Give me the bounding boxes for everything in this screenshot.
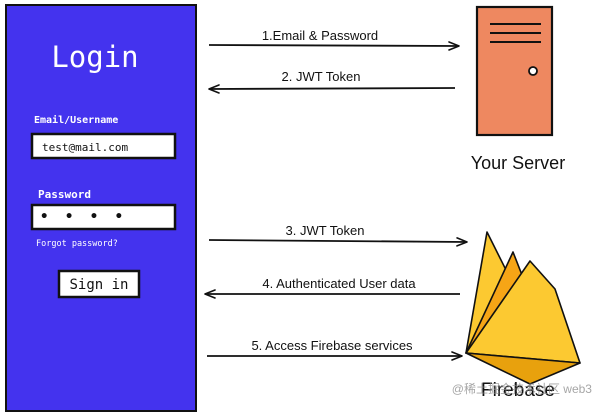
- login-title: Login: [51, 40, 138, 74]
- email-field[interactable]: test@mail.com: [30, 132, 177, 160]
- arrow-5: 5. Access Firebase services: [207, 338, 463, 361]
- password-label: Password: [38, 188, 91, 201]
- sign-in-button[interactable]: Sign in: [57, 269, 141, 299]
- arrow-2-label: 2. JWT Token: [282, 69, 361, 84]
- arrow-4: 4. Authenticated User data: [204, 276, 460, 299]
- email-field-value: test@mail.com: [42, 141, 128, 154]
- watermark: @稀土掘金技术社区 web3: [452, 381, 593, 396]
- arrow-5-label: 5. Access Firebase services: [251, 338, 413, 353]
- arrow-3-label: 3. JWT Token: [286, 223, 365, 238]
- firebase-label: Firebase: [481, 380, 555, 401]
- arrow-1-label: 1.Email & Password: [262, 28, 378, 43]
- email-label: Email/Username: [34, 114, 118, 126]
- server-icon: [475, 5, 554, 137]
- server-label: Your Server: [471, 153, 565, 173]
- arrow-4-label: 4. Authenticated User data: [262, 276, 416, 291]
- password-field-value: • • • •: [40, 209, 127, 225]
- arrow-2: 2. JWT Token: [208, 69, 456, 94]
- forgot-password-link[interactable]: Forgot password?: [36, 239, 118, 249]
- arrow-3: 3. JWT Token: [208, 223, 468, 247]
- firebase-icon: [465, 231, 581, 385]
- arrow-1: 1.Email & Password: [208, 28, 460, 51]
- password-field[interactable]: • • • •: [30, 203, 177, 231]
- sign-in-label: Sign in: [69, 277, 128, 293]
- login-panel: Login Email/Username test@mail.com Passw…: [5, 4, 197, 412]
